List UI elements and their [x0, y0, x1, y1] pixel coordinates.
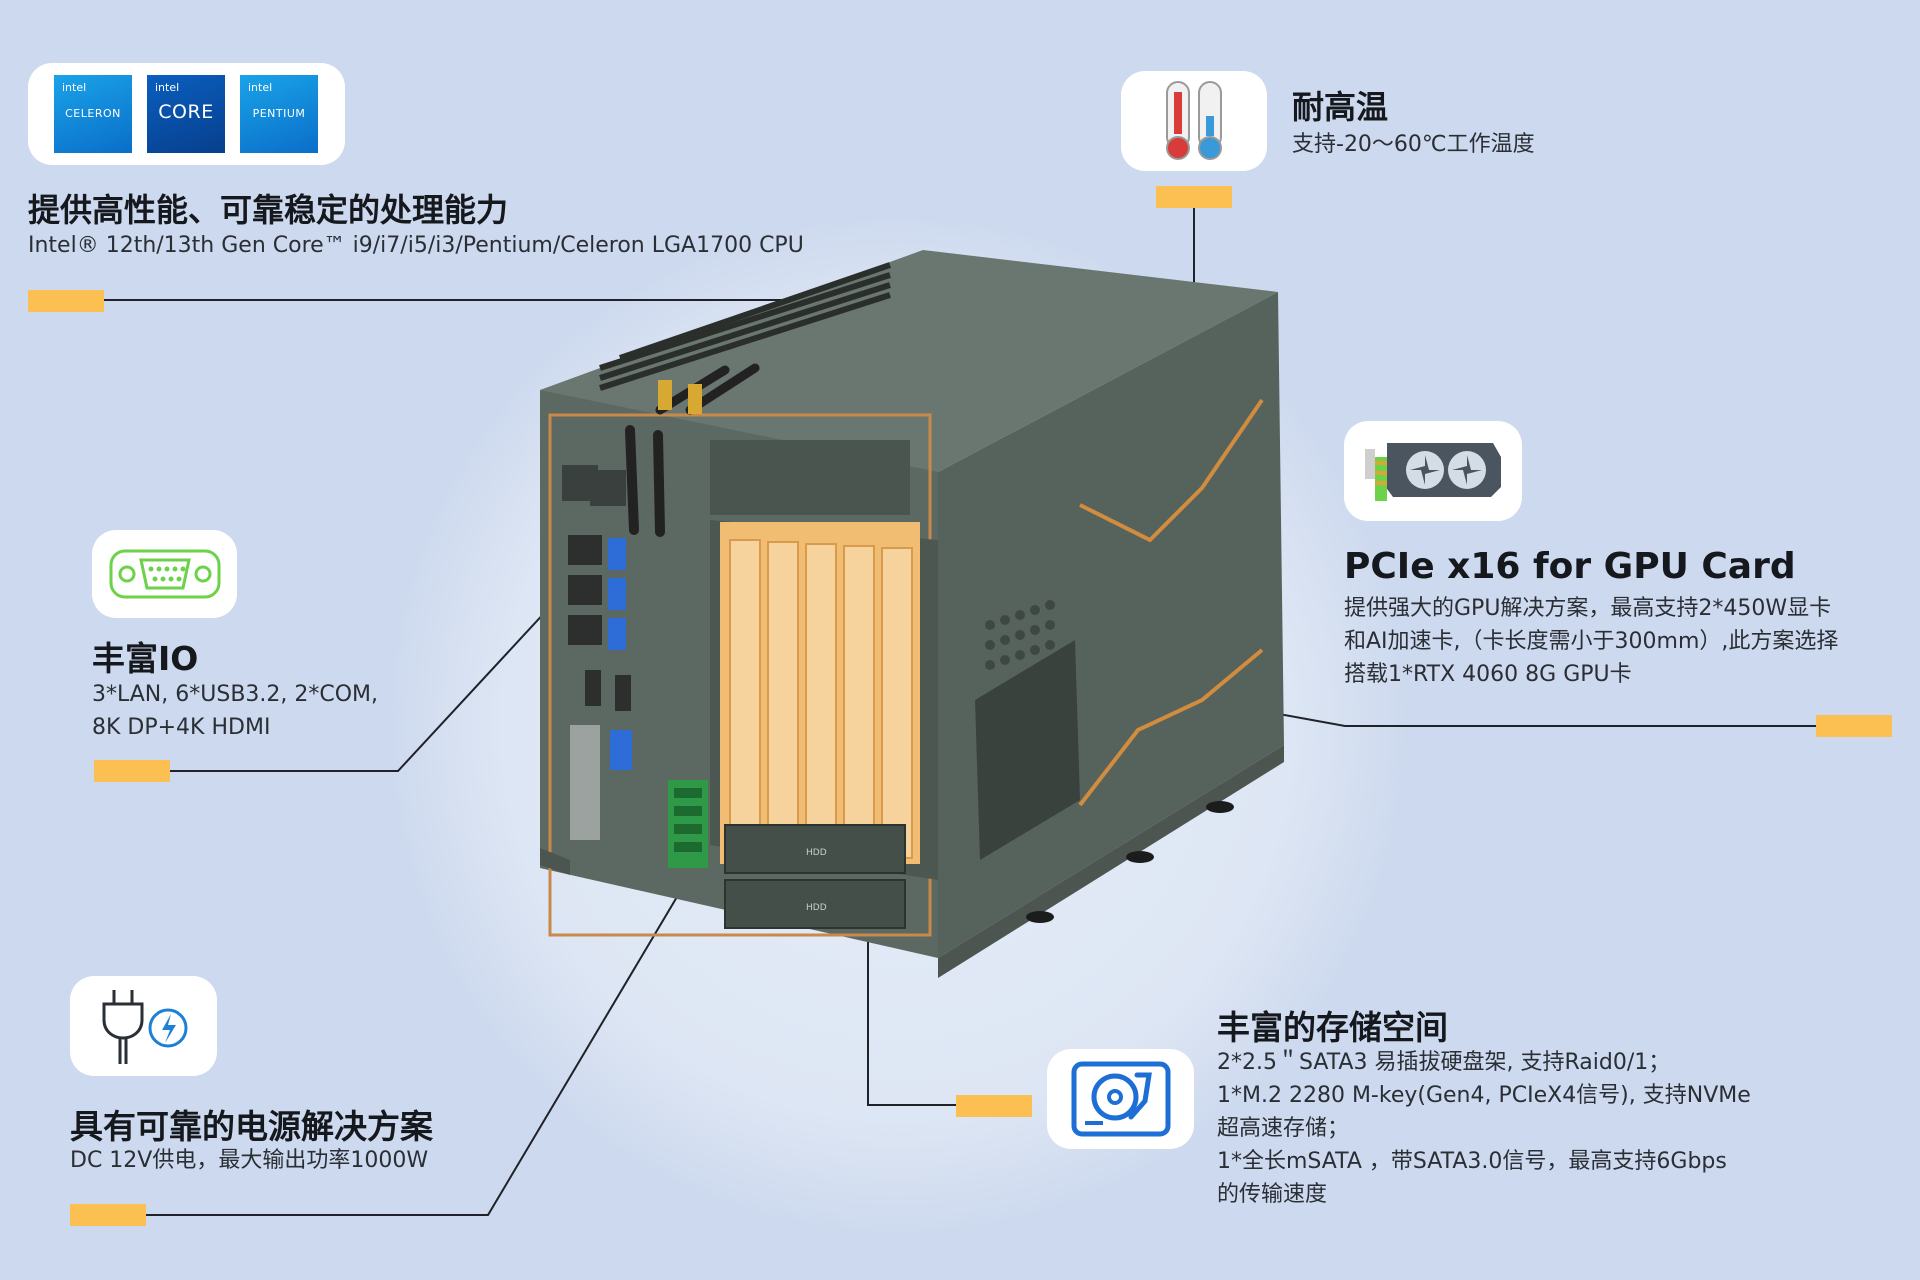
hdd-trays: HDD HDD — [724, 824, 906, 929]
logo-brand-text: intel — [248, 81, 273, 94]
io-accent-bar — [94, 760, 170, 782]
intel-pentium-logo: intel PENTIUM — [240, 75, 318, 153]
antennas — [625, 363, 760, 537]
storage-desc-line-5: 的传输速度 — [1217, 1182, 1328, 1207]
intel-celeron-logo: intel CELERON — [54, 75, 132, 153]
io-ports — [562, 465, 632, 840]
io-desc-line-2: 8K DP+4K HDMI — [92, 715, 271, 740]
gpu-desc-line-1: 提供强大的GPU解决方案，最高支持2*450W显卡 — [1344, 596, 1832, 621]
cpu-logos-card: intel CELERON intel CORE intel PENTIUM — [28, 63, 345, 165]
gpu-title: PCIe x16 for GPU Card — [1344, 546, 1796, 587]
logo-name-text: CELERON — [65, 107, 121, 120]
io-title: 丰富IO — [92, 639, 199, 678]
hdd-label-1: HDD — [806, 848, 827, 858]
storage-desc-line-2: 1*M.2 2280 M-key(Gen4, PCIeX4信号), 支持NVMe — [1217, 1083, 1751, 1108]
io-icon-card — [92, 530, 237, 618]
power-desc: DC 12V供电，最大输出功率1000W — [70, 1148, 429, 1173]
storage-desc-line-3: 超高速存储； — [1217, 1116, 1350, 1141]
storage-title: 丰富的存储空间 — [1217, 1008, 1448, 1047]
gpu-accent-bar — [1816, 715, 1892, 737]
storage-desc-line-4: 1*全长mSATA ，带SATA3.0信号，最高支持6Gbps — [1217, 1149, 1727, 1174]
temperature-accent-bar — [1156, 186, 1232, 208]
logo-brand-text: intel — [155, 81, 180, 94]
temperature-icon-card — [1121, 71, 1267, 171]
hdd-label-2: HDD — [806, 903, 827, 913]
temperature-desc: 支持-20～60℃工作温度 — [1292, 132, 1535, 157]
gpu-desc-line-2: 和AI加速卡,（卡长度需小于300mm）,此方案选择 — [1344, 629, 1839, 654]
logo-name-text: PENTIUM — [252, 107, 306, 120]
processor-title: 提供高性能、可靠稳定的处理能力 — [28, 191, 509, 229]
gpu-desc-line-3: 搭载1*RTX 4060 8G GPU卡 — [1344, 662, 1632, 687]
embedded-pc-illustration: HDD HDD — [540, 250, 1284, 978]
gpu-card-icon — [1365, 443, 1501, 501]
storage-desc-line-1: 2*2.5＂SATA3 易插拔硬盘架, 支持Raid0/1； — [1217, 1050, 1671, 1075]
storage-icon-card — [1047, 1049, 1194, 1149]
power-plug-icon — [102, 990, 187, 1064]
power-icon-card — [70, 976, 217, 1076]
logo-brand-text: intel — [62, 81, 87, 94]
gpu-icon-card — [1344, 421, 1522, 521]
temperature-title: 耐高温 — [1292, 88, 1389, 126]
com-port-icon — [109, 549, 220, 599]
io-desc-line-1: 3*LAN, 6*USB3.2, 2*COM, — [92, 682, 379, 707]
logo-name-text: CORE — [158, 101, 214, 123]
storage-accent-bar — [956, 1095, 1032, 1117]
thermometer-icon — [1166, 81, 1222, 160]
intel-core-logo: intel CORE — [147, 75, 225, 153]
power-title: 具有可靠的电源解决方案 — [70, 1107, 433, 1146]
hard-disk-icon — [1071, 1061, 1170, 1137]
processor-desc: Intel® 12th/13th Gen Core™ i9/i7/i5/i3/P… — [28, 233, 804, 258]
power-accent-bar — [70, 1204, 146, 1226]
processor-accent-bar — [28, 290, 104, 312]
